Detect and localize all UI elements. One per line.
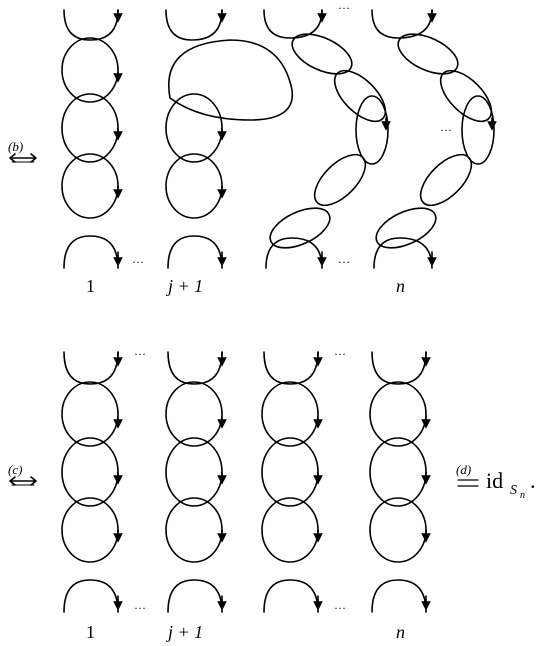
bottom-ellipsis-2: ··· (334, 347, 346, 361)
top-ellipsis-3: ··· (440, 123, 452, 137)
top-diagram: (b) (8, 1, 497, 296)
bottom-ellipsis-4: ··· (334, 601, 346, 615)
top-equivalence-tag: (b) (8, 139, 23, 154)
bottom-equivalence: (c) (8, 462, 37, 486)
top-chain-1 (61, 9, 123, 269)
left-right-arrow-icon (9, 476, 37, 486)
bottom-chain-j1 (165, 351, 227, 613)
identity-subsubscript: n (520, 490, 525, 501)
top-label-middle: j + 1 (166, 276, 203, 296)
bottom-label-last: n (396, 622, 405, 642)
top-ellipsis-4: ··· (338, 255, 350, 269)
bottom-equivalence-tag: (c) (8, 462, 22, 477)
bottom-diagram: (c) (8, 347, 536, 642)
identity-subscript: S (510, 483, 517, 498)
bottom-label-middle: j + 1 (166, 622, 203, 642)
top-label-first: 1 (86, 276, 95, 296)
bottom-ellipsis-1: ··· (134, 347, 146, 361)
equals-sign (457, 479, 479, 487)
equals-tag: (d) (456, 462, 471, 477)
identity-period: . (530, 468, 536, 493)
top-label-last: n (396, 276, 405, 296)
left-right-arrow-icon (9, 153, 37, 163)
top-ellipsis-1: ··· (132, 255, 144, 269)
top-chain-j1 (165, 9, 294, 269)
identity-result: (d) id S n . (456, 462, 536, 501)
identity-text: id (486, 468, 503, 493)
bottom-ellipsis-3: ··· (134, 601, 146, 615)
bottom-chain-na (261, 351, 323, 613)
bottom-chain-n (369, 351, 431, 613)
top-ellipsis-2: ··· (338, 1, 350, 15)
bottom-label-first: 1 (86, 622, 95, 642)
top-chain-nb (371, 9, 497, 269)
top-chain-na (263, 9, 391, 269)
top-equivalence: (b) (8, 139, 37, 163)
bottom-chain-1 (61, 351, 123, 613)
